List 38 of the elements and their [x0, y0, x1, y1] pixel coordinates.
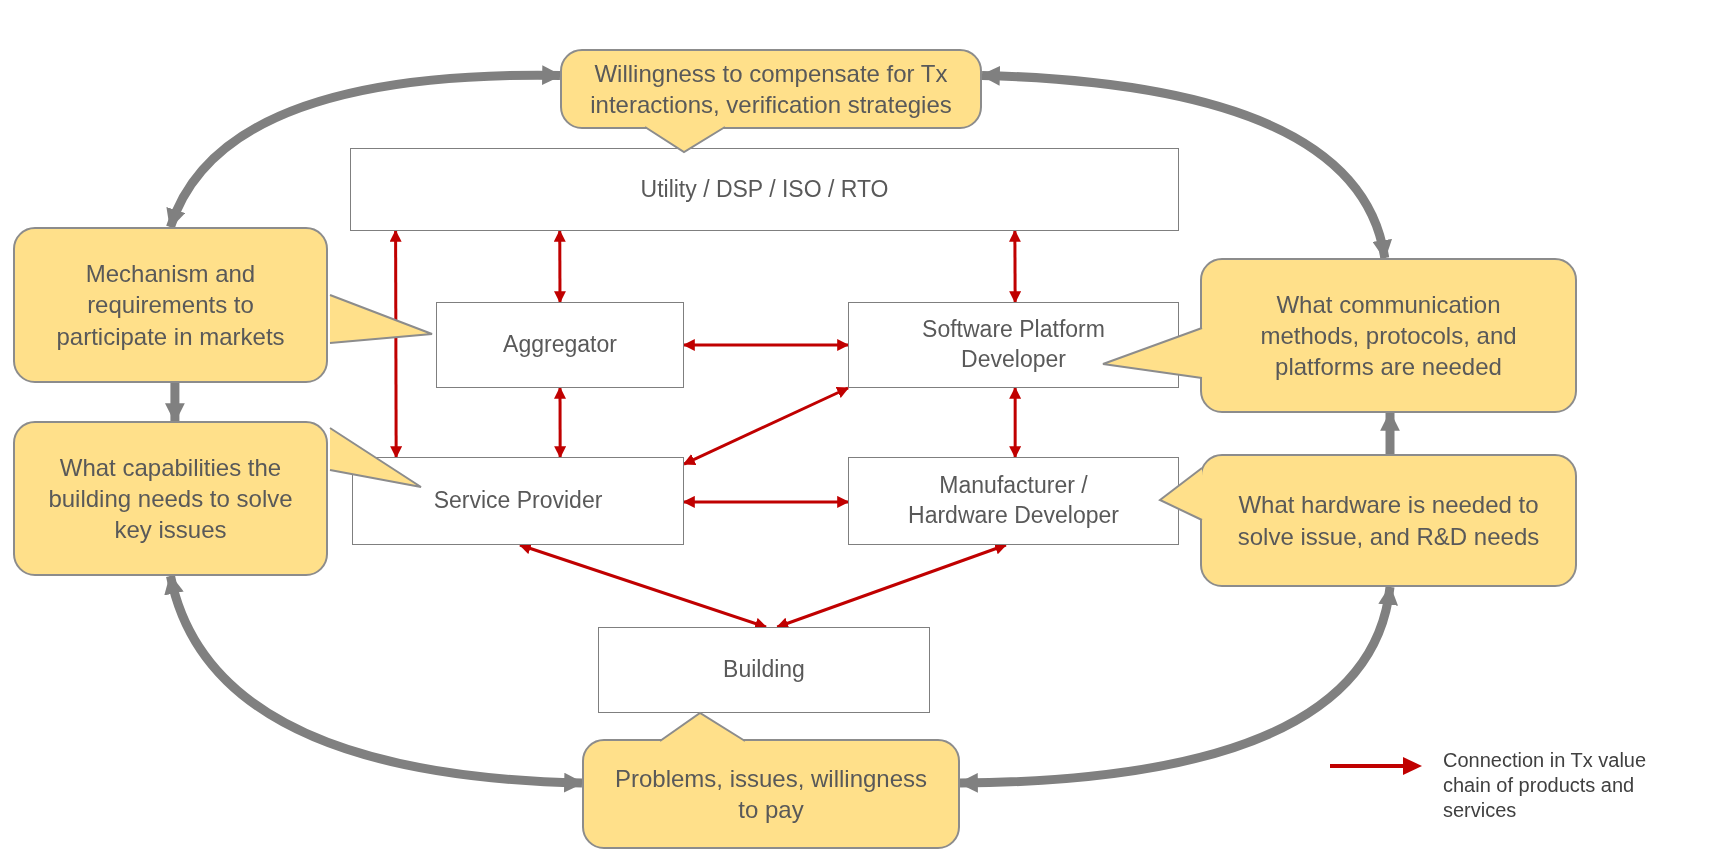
role-box: [352, 457, 684, 545]
connector-arrow: [166, 65, 562, 229]
callout-text: Mechanism and requirements to participate in markets: [55, 259, 286, 352]
connector-arrow: [980, 66, 1391, 260]
connector-arrow: [682, 495, 850, 508]
callout-text: Problems, issues, willingness to pay: [613, 763, 929, 825]
role-box: [598, 627, 930, 713]
callout-bubble: [13, 227, 328, 383]
role-label: Service Provider: [433, 486, 603, 516]
connector-arrow: [1009, 386, 1022, 459]
role-box: [350, 148, 1179, 231]
callout-text: What capabilities the building needs to solve key issues: [47, 452, 294, 546]
legend-text: Connection in Tx value chain of products and services: [1443, 748, 1648, 823]
connector-arrow: [553, 229, 566, 304]
role-label: Building: [723, 655, 805, 685]
role-box: [848, 302, 1179, 388]
role-box: [436, 302, 684, 388]
role-label: Aggregator: [503, 330, 617, 360]
callout-bubble: [1200, 258, 1577, 413]
role-box: [848, 457, 1179, 545]
connector-arrow: [682, 386, 850, 466]
callout-bubble: [1200, 454, 1577, 587]
role-label: Software Platform Developer: [921, 315, 1106, 374]
role-label: Manufacturer / Hardware Developer: [907, 471, 1120, 530]
connector-arrow: [1380, 411, 1400, 454]
connector-arrow: [165, 574, 584, 793]
callout-text: What hardware is needed to solve issue, and R&D needs: [1236, 490, 1541, 552]
callout-text: Willingness to compensate for Tx interactions, verification strategies: [589, 58, 953, 120]
role-label: Utility / DSP / ISO / RTO: [640, 174, 889, 204]
connector-arrow: [554, 386, 567, 459]
connector-arrow: [389, 229, 403, 459]
connector-arrow: [682, 339, 850, 351]
connector-arrow: [776, 543, 1007, 629]
callout-bubble: [13, 421, 328, 576]
connector-arrow: [958, 585, 1397, 793]
callout-text: What communication methods, protocols, and platforms are needed: [1259, 289, 1518, 383]
connector-arrow: [1008, 229, 1022, 304]
connector-arrow: [165, 383, 185, 423]
